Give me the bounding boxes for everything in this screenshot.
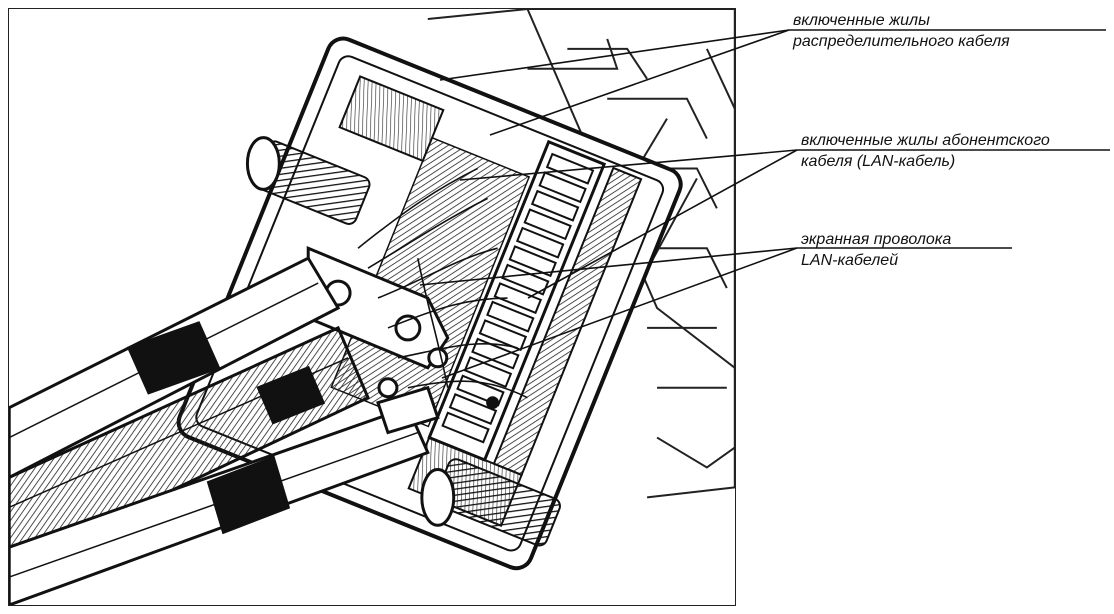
label-subscriber-line1: включенные жилы абонентского xyxy=(801,132,1050,149)
label-subscriber-cable: включенные жилы абонентского кабеля (LAN… xyxy=(801,130,1050,172)
label-shield-wire: экранная проволока LAN-кабелей xyxy=(801,229,951,271)
label-distribution-line2: распределительного кабеля xyxy=(793,33,1010,50)
illustration-frame xyxy=(8,8,736,606)
label-distribution-cable: включенные жилы распределительного кабел… xyxy=(793,10,1010,52)
label-shield-line2: LAN-кабелей xyxy=(801,252,899,269)
upper-cable-holder xyxy=(245,136,371,225)
incoming-cables xyxy=(9,256,440,605)
cable-clamp xyxy=(306,245,500,410)
label-shield-line1: экранная проволока xyxy=(801,231,952,248)
lower-cable-holder xyxy=(420,458,561,547)
label-distribution-line1: включенные жилы xyxy=(793,12,930,29)
connector-block-drawing xyxy=(9,9,735,605)
label-subscriber-line2: кабеля (LAN-кабель) xyxy=(801,153,956,170)
